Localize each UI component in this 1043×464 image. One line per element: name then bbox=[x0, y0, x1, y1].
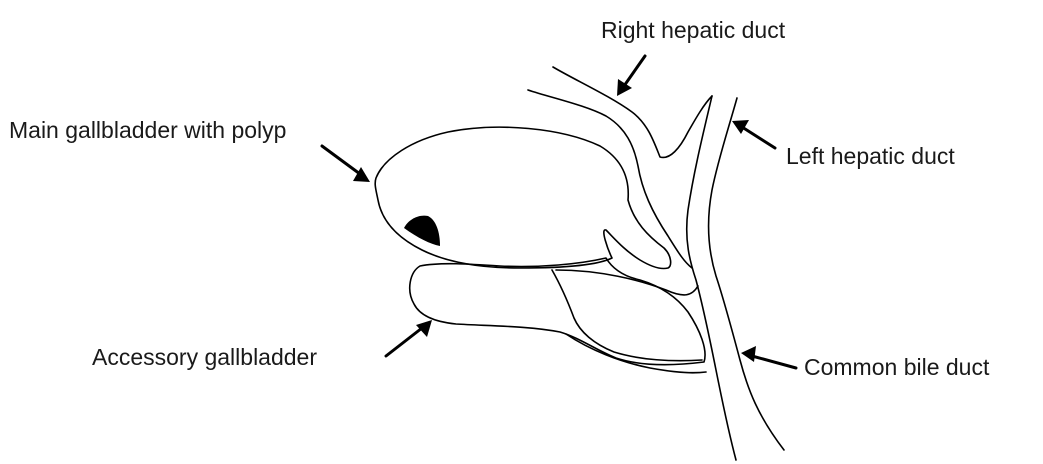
common-bile-duct-arrow bbox=[741, 346, 796, 368]
cystic-duct-lower-wall bbox=[566, 334, 706, 373]
label-right-hepatic-duct: Right hepatic duct bbox=[601, 17, 786, 43]
label-common-bile-duct: Common bile duct bbox=[804, 354, 990, 380]
label-main-gallbladder: Main gallbladder with polyp bbox=[9, 117, 286, 143]
left-hepatic-duct-arrow bbox=[732, 120, 775, 148]
common-bile-duct-left-wall bbox=[687, 96, 736, 460]
accessory-gallbladder-arrow bbox=[386, 320, 432, 356]
right-hepatic-duct-arrow bbox=[617, 56, 645, 96]
main-gallbladder-outline bbox=[375, 127, 670, 268]
accessory-gallbladder-outline bbox=[410, 258, 705, 365]
label-accessory-gallbladder: Accessory gallbladder bbox=[92, 344, 317, 370]
left-hepatic-duct-and-common-bile-duct-right-wall bbox=[709, 98, 784, 450]
gallbladder-polyp bbox=[404, 216, 440, 246]
accessory-gallbladder-inner-fold bbox=[552, 270, 702, 361]
right-hepatic-duct-lower-wall bbox=[528, 90, 692, 268]
cystic-duct-upper-wall bbox=[556, 270, 698, 295]
label-left-hepatic-duct: Left hepatic duct bbox=[786, 143, 955, 169]
right-hepatic-duct-upper-wall bbox=[553, 67, 712, 157]
main-gallbladder-arrow bbox=[322, 146, 370, 182]
